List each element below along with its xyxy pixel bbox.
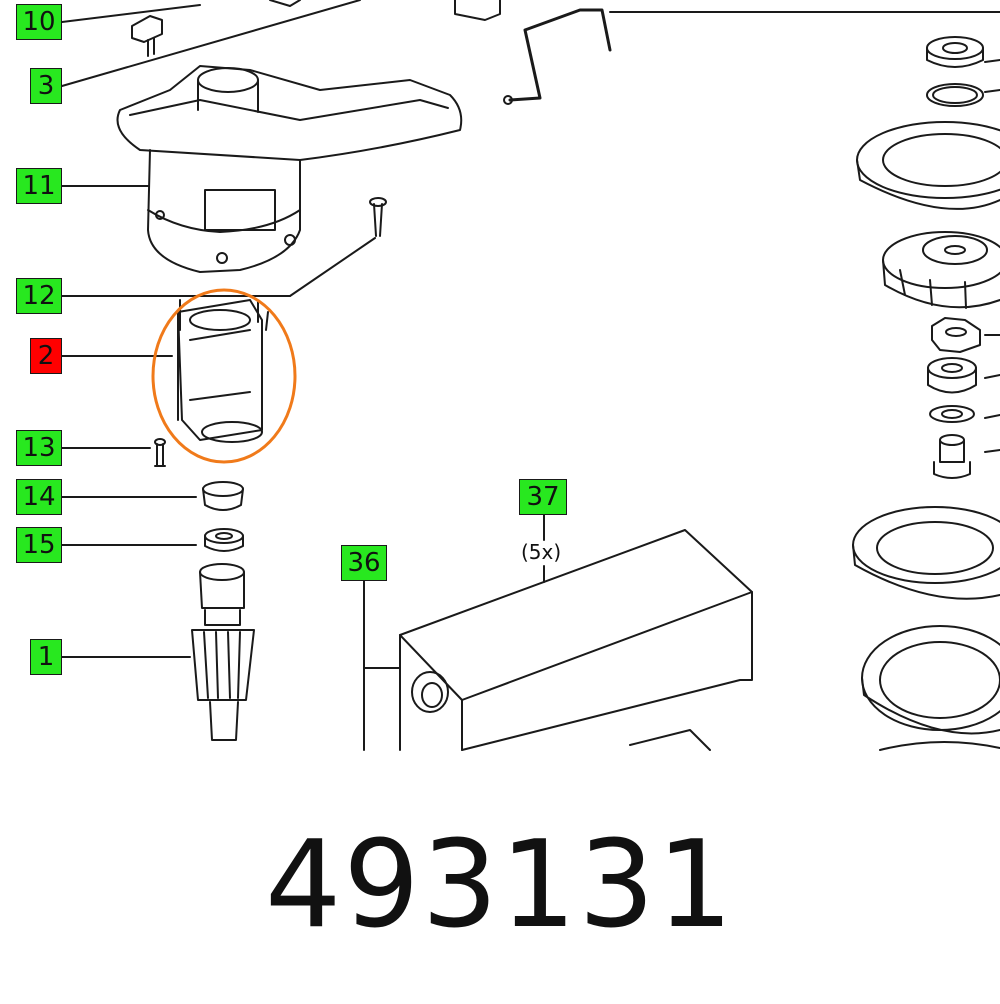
part-15-bearing <box>204 528 244 552</box>
highlight-ring <box>151 288 297 464</box>
right-part-fan <box>882 231 1000 309</box>
right-part-bearing-mid <box>927 357 977 394</box>
part-10-clip <box>131 15 163 57</box>
callout-11: 11 <box>16 168 62 204</box>
right-part-washer <box>929 405 975 423</box>
callout-15: 15 <box>16 527 62 563</box>
part-14-sleeve <box>202 481 244 511</box>
part-wire <box>503 8 612 105</box>
callout-13: 13 <box>16 430 62 466</box>
right-part-plate <box>856 121 1000 210</box>
right-part-nut <box>931 317 981 353</box>
part-1-rotor <box>191 563 255 741</box>
callout-36: 36 <box>341 545 387 581</box>
part-13-screw <box>154 438 166 467</box>
callout-14: 14 <box>16 479 62 515</box>
part-11-motor-housing <box>116 65 463 273</box>
right-part-pad <box>852 506 1000 600</box>
part-36-box <box>399 529 753 751</box>
right-part-bearing-top <box>926 36 984 68</box>
callout-37: 37 <box>519 479 567 515</box>
callout-1: 1 <box>30 639 62 675</box>
part-bracket-top <box>269 0 501 21</box>
callout-10: 10 <box>16 4 62 40</box>
right-part-ring <box>926 83 984 107</box>
part-12-screw <box>369 197 387 237</box>
quantity-note: (5x) <box>521 540 562 564</box>
right-part-gear-ring <box>861 625 1000 751</box>
leader-lines <box>61 0 1000 751</box>
callout-12: 12 <box>16 278 62 314</box>
part-number: 493131 <box>264 816 736 955</box>
callout-2: 2 <box>30 338 62 374</box>
right-part-bolt <box>933 434 971 479</box>
callout-3: 3 <box>30 68 62 104</box>
part-2-stator <box>177 299 269 443</box>
